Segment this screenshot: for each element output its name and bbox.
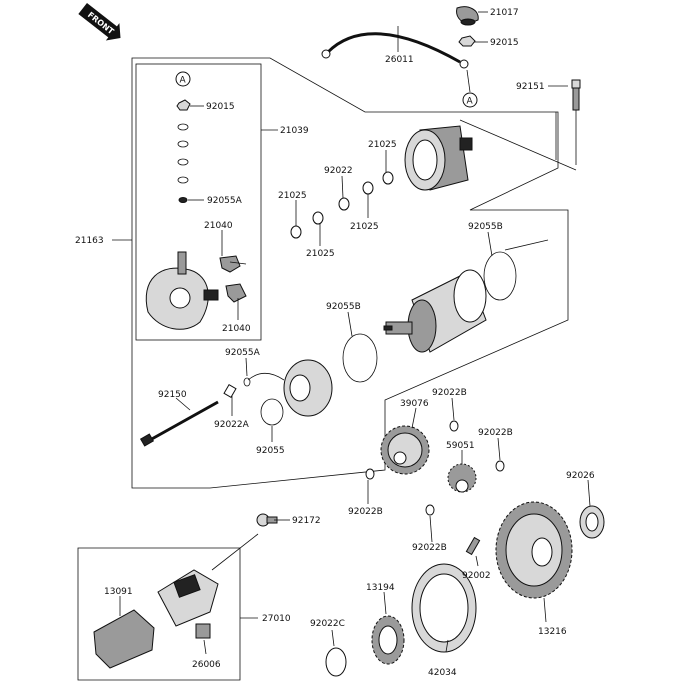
label-92055B-top: 92055B — [468, 222, 503, 232]
clutch-gear-13216 — [495, 501, 573, 599]
assembly-outline — [131, 57, 569, 489]
ref-marker-a-top-label: A — [467, 97, 474, 107]
screw-92172 — [256, 513, 278, 527]
label-92022C: 92022C — [310, 619, 345, 629]
end-cover — [247, 359, 333, 417]
lead-wire-26011 — [321, 32, 469, 69]
starter-relay-27010 — [157, 569, 219, 627]
ref-marker-a-kit-label: A — [180, 76, 187, 86]
label-92055A-kit: 92055A — [207, 196, 243, 206]
label-92022B-d: 92022B — [412, 543, 447, 553]
label-92055: 92055 — [256, 446, 285, 456]
label-59051: 59051 — [446, 441, 475, 451]
ref-marker-a-top: A — [462, 92, 478, 108]
label-92022B-b: 92022B — [478, 428, 513, 438]
fuse-26006 — [195, 623, 211, 639]
label-21025-b: 21025 — [278, 191, 307, 201]
terminal-cap-21017 — [456, 6, 479, 26]
label-92022B-c: 92022B — [348, 507, 383, 517]
label-92015-top: 92015 — [490, 38, 519, 48]
brush-21040-top — [219, 255, 247, 273]
gear-59051 — [447, 463, 477, 493]
long-bolt-92150 — [139, 400, 219, 447]
label-92022: 92022 — [324, 166, 353, 176]
label-21163: 21163 — [75, 236, 104, 246]
label-92150: 92150 — [158, 390, 187, 400]
ref-marker-a-kit: A — [175, 71, 191, 87]
label-92002: 92002 — [462, 571, 491, 581]
one-way-clutch-13194 — [371, 615, 405, 665]
starter-motor-body — [383, 269, 487, 353]
label-13216: 13216 — [538, 627, 567, 637]
label-26006: 26006 — [192, 660, 221, 670]
brush-kit-box — [135, 63, 262, 341]
label-21025-d: 21025 — [306, 249, 335, 259]
o-ring-92055B-top — [483, 251, 517, 301]
label-42034: 42034 — [428, 668, 457, 678]
nut-92015-top — [458, 35, 476, 47]
o-ring-92055 — [260, 398, 284, 426]
label-21017: 21017 — [490, 8, 519, 18]
label-21039: 21039 — [280, 126, 309, 136]
relay-cover-13091 — [93, 609, 155, 669]
label-21040-top: 21040 — [204, 221, 233, 231]
label-92022B-a: 92022B — [432, 388, 467, 398]
idle-gear-39076 — [380, 425, 430, 475]
label-21025-a: 21025 — [368, 140, 397, 150]
label-92055B-mid: 92055B — [326, 302, 361, 312]
label-21025-c: 21025 — [350, 222, 379, 232]
washer-92022C — [325, 647, 347, 677]
oil-seal-92026 — [579, 505, 605, 539]
motor-yoke — [404, 125, 473, 191]
label-39076: 39076 — [400, 399, 429, 409]
label-92026: 92026 — [566, 471, 595, 481]
brush-holder-plate — [145, 251, 219, 330]
o-ring-92055B-mid — [342, 333, 378, 383]
front-arrow-badge: FRONT — [78, 2, 121, 41]
label-13194: 13194 — [366, 583, 395, 593]
starter-clutch-housing-42034 — [411, 563, 477, 653]
label-92015-kit: 92015 — [206, 102, 235, 112]
label-92151: 92151 — [516, 82, 545, 92]
label-92172: 92172 — [292, 516, 321, 526]
label-92055A: 92055A — [225, 348, 261, 358]
label-21040-bottom: 21040 — [222, 324, 251, 334]
label-92022A: 92022A — [214, 420, 250, 430]
brush-21040-bottom — [225, 283, 247, 303]
relay-kit-outline — [77, 547, 241, 681]
bolt-92151 — [571, 79, 581, 111]
label-13091: 13091 — [104, 587, 133, 597]
label-26011: 26011 — [385, 55, 414, 65]
label-27010: 27010 — [262, 614, 291, 624]
